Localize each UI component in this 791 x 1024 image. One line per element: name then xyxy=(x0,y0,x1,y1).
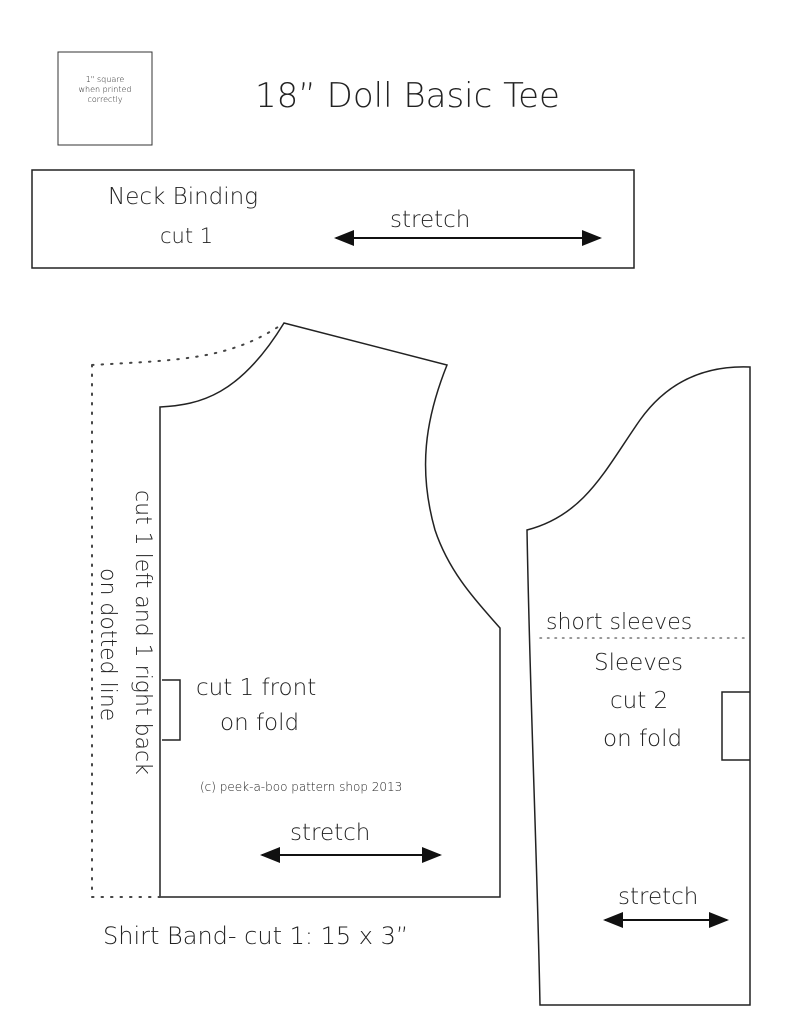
page-title: 18” Doll Basic Tee xyxy=(255,76,560,116)
bodice-side-label-1: cut 1 left and 1 right back xyxy=(130,490,155,775)
neck-binding-piece xyxy=(31,169,635,269)
scale-line-3: correctly xyxy=(87,95,123,104)
back-dotted-line xyxy=(91,322,285,898)
sleeve-fold-mark xyxy=(721,691,750,761)
bodice-front-label: cut 1 front xyxy=(196,675,317,701)
sleeve-fold-label: on fold xyxy=(603,726,683,752)
bodice-side-label-2: on dotted line xyxy=(95,568,120,722)
scale-line-2: when printed xyxy=(78,85,132,94)
bodice-fold-mark xyxy=(162,679,181,741)
neck-binding-grain: stretch xyxy=(390,207,471,233)
shirt-band-label: Shirt Band- cut 1: 15 x 3” xyxy=(103,922,409,950)
sleeve-grain: stretch xyxy=(618,884,699,910)
copyright: (c) peek-a-boo pattern shop 2013 xyxy=(200,780,403,794)
bodice-grain: stretch xyxy=(290,820,371,846)
bodice-fold-label: on fold xyxy=(220,710,300,736)
scale-square-label: 1" square when printed correctly xyxy=(60,75,150,105)
sleeve-cut: cut 2 xyxy=(610,688,669,714)
sleeve-piece xyxy=(526,366,751,1006)
neck-binding-cut: cut 1 xyxy=(160,224,214,248)
neck-binding-name: Neck Binding xyxy=(108,184,259,210)
sleeve-name: Sleeves xyxy=(594,650,684,676)
scale-square xyxy=(57,51,153,146)
bodice-piece xyxy=(159,322,501,898)
scale-line-1: 1" square xyxy=(85,75,125,84)
short-sleeves-label: short sleeves xyxy=(546,610,693,635)
